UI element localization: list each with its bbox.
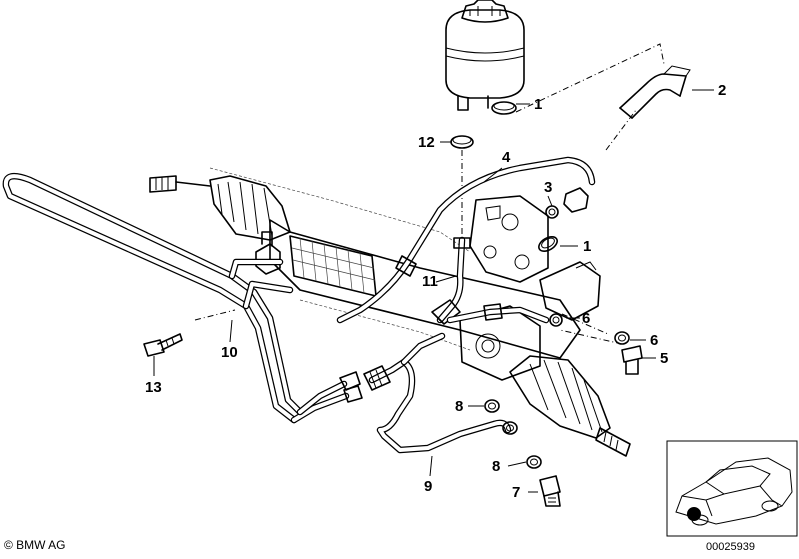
return-line-9 xyxy=(363,332,512,454)
banjo-bolt-7 xyxy=(539,475,561,507)
fluid-reservoir xyxy=(445,0,525,111)
callout-8-upper: 8 xyxy=(455,398,463,415)
copyright-notice: © BMW AG xyxy=(4,538,66,552)
document-number: 00025939 xyxy=(706,541,755,553)
location-marker xyxy=(687,507,701,521)
callout-1-top: 1 xyxy=(534,96,542,113)
pressure-line-4 xyxy=(336,156,596,324)
cooling-coil-10 xyxy=(2,172,363,424)
vehicle-locator-thumbnail xyxy=(666,440,798,537)
callout-6-right: 6 xyxy=(650,332,658,349)
hose-clamp-top xyxy=(491,101,517,115)
callout-13: 13 xyxy=(145,379,162,396)
suction-hose xyxy=(619,65,691,119)
callout-1-lower: 1 xyxy=(583,238,591,255)
leader-lines xyxy=(153,89,714,493)
callout-6-upper: 6 xyxy=(582,310,590,327)
callout-4: 4 xyxy=(502,149,511,166)
pressure-line-6 xyxy=(446,303,563,327)
hose-clamp-12 xyxy=(450,135,474,149)
return-hose-11 xyxy=(431,236,471,325)
callout-9: 9 xyxy=(424,478,432,495)
callout-7: 7 xyxy=(512,484,520,501)
seal-ring-6 xyxy=(614,331,630,345)
callout-5: 5 xyxy=(660,350,668,367)
callout-10: 10 xyxy=(221,344,238,361)
callout-2: 2 xyxy=(718,82,726,99)
hose-clamp-lower xyxy=(538,235,558,253)
rack-mount-bolt xyxy=(255,231,281,275)
banjo-bolt-5 xyxy=(621,345,643,375)
callout-12: 12 xyxy=(418,134,435,151)
seal-ring-9-fitting xyxy=(502,421,518,435)
steering-rack xyxy=(149,167,631,457)
callout-8-lower: 8 xyxy=(492,458,500,475)
callout-11: 11 xyxy=(422,273,438,290)
callout-labels: 1 2 12 4 3 1 11 6 6 5 10 13 8 8 9 7 xyxy=(145,82,726,501)
callout-3: 3 xyxy=(544,179,552,196)
seal-ring-8-upper xyxy=(484,399,500,413)
seal-ring-8-lower xyxy=(526,455,542,469)
bolt-13 xyxy=(143,333,183,357)
